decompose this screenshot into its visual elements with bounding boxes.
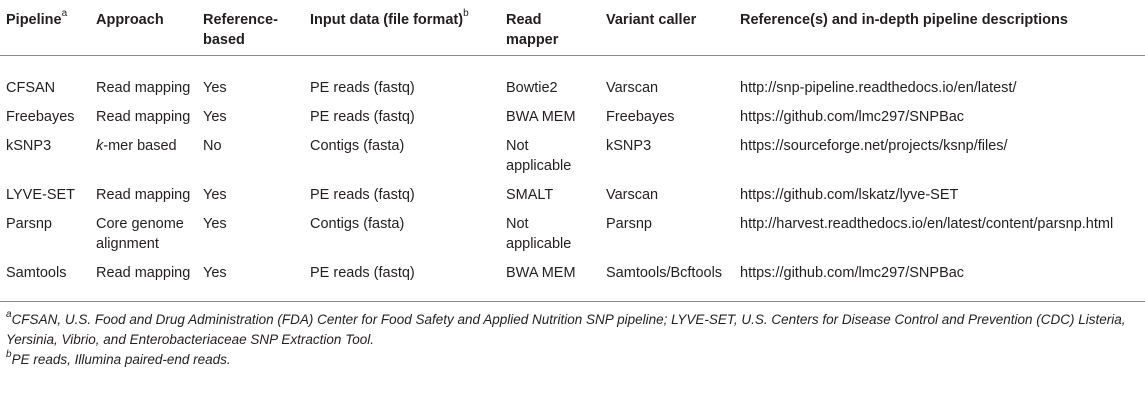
- column-header-pipeline: Pipelinea: [0, 0, 90, 56]
- column-header-input-data: Input data (file format)b: [304, 0, 500, 56]
- cell-input-data: Contigs (fasta): [310, 138, 405, 154]
- footnote-text: PE reads, Illumina paired-end reads.: [11, 352, 231, 367]
- cell-variant-caller: kSNP3: [606, 138, 652, 154]
- cell-read-mapper: SMALT: [506, 187, 554, 203]
- footnote-b: bPE reads, Illumina paired-end reads.: [6, 348, 1139, 370]
- pipeline-comparison-table: Pipelinea Approach Reference-based Input…: [0, 0, 1145, 302]
- footnote-text: CFSAN, U.S. Food and Drug Administration…: [6, 312, 1126, 347]
- cell-input-data: PE reads (fastq): [310, 109, 415, 125]
- cell-input-data: Contigs (fasta): [310, 216, 405, 232]
- table-row: kSNP3 k-mer based No Contigs (fasta) Not…: [0, 136, 1145, 185]
- table-footnotes: aCFSAN, U.S. Food and Drug Administratio…: [0, 302, 1145, 370]
- cell-reference-based: Yes: [203, 80, 227, 96]
- table-row: Parsnp Core genome alignment Yes Contigs…: [0, 214, 1145, 263]
- cell-approach: Core genome alignment: [96, 216, 184, 252]
- cell-read-mapper: BWA MEM: [506, 109, 576, 125]
- pipeline-table-container: Pipelinea Approach Reference-based Input…: [0, 0, 1145, 370]
- cell-reference-url: https://sourceforge.net/projects/ksnp/fi…: [740, 138, 1008, 154]
- footnote-a: aCFSAN, U.S. Food and Drug Administratio…: [6, 308, 1139, 350]
- cell-reference-based: Yes: [203, 109, 227, 125]
- cell-input-data: PE reads (fastq): [310, 80, 415, 96]
- column-header-reference-based: Reference-based: [197, 0, 304, 56]
- table-row: Freebayes Read mapping Yes PE reads (fas…: [0, 107, 1145, 136]
- table-row: Samtools Read mapping Yes PE reads (fast…: [0, 263, 1145, 302]
- cell-pipeline: kSNP3: [6, 138, 52, 154]
- cell-read-mapper: BWA MEM: [500, 263, 600, 302]
- cell-reference-url: https://github.com/lmc297/SNPBac: [734, 263, 1145, 302]
- cell-reference-url: https://github.com/lmc297/SNPBac: [740, 109, 965, 125]
- cell-read-mapper: Not applicable: [506, 138, 572, 174]
- column-header-references: Reference(s) and in-depth pipeline descr…: [734, 0, 1145, 56]
- cell-pipeline: Freebayes: [6, 109, 75, 125]
- cell-reference-based: No: [203, 138, 222, 154]
- cell-variant-caller: Parsnp: [606, 216, 652, 232]
- cell-pipeline: CFSAN: [6, 80, 56, 96]
- cell-reference-url: http://harvest.readthedocs.io/en/latest/…: [740, 216, 1114, 232]
- cell-input-data: PE reads (fastq): [310, 187, 415, 203]
- cell-reference-based: Yes: [197, 263, 304, 302]
- cell-read-mapper: Bowtie2: [506, 80, 558, 96]
- header-row: Pipelinea Approach Reference-based Input…: [0, 0, 1145, 56]
- cell-approach: Read mapping: [96, 80, 191, 96]
- cell-pipeline: Parsnp: [6, 216, 52, 232]
- cell-variant-caller: Freebayes: [606, 109, 675, 125]
- column-header-read-mapper: Read mapper: [500, 0, 600, 56]
- cell-variant-caller: Varscan: [606, 187, 659, 203]
- table-row: CFSAN Read mapping Yes PE reads (fastq) …: [0, 56, 1145, 108]
- cell-pipeline: Samtools: [0, 263, 90, 302]
- cell-reference-url: http://snp-pipeline.readthedocs.io/en/la…: [740, 80, 1017, 96]
- cell-approach: Read mapping: [96, 187, 191, 203]
- cell-read-mapper: Not applicable: [506, 216, 572, 252]
- cell-reference-based: Yes: [203, 187, 227, 203]
- cell-input-data: PE reads (fastq): [304, 263, 500, 302]
- footnote-marker: a: [6, 308, 12, 320]
- table-header: Pipelinea Approach Reference-based Input…: [0, 0, 1145, 56]
- table-row: LYVE-SET Read mapping Yes PE reads (fast…: [0, 185, 1145, 214]
- column-header-approach: Approach: [90, 0, 197, 56]
- cell-approach: Read mapping: [90, 263, 197, 302]
- cell-reference-url: https://github.com/lskatz/lyve-SET: [740, 187, 959, 203]
- cell-pipeline: LYVE-SET: [6, 187, 76, 203]
- cell-variant-caller: Samtools/Bcftools: [600, 263, 734, 302]
- table-body: CFSAN Read mapping Yes PE reads (fastq) …: [0, 56, 1145, 302]
- approach-italic-k: k: [96, 138, 104, 154]
- cell-variant-caller: Varscan: [606, 80, 659, 96]
- cell-approach: Read mapping: [96, 109, 191, 125]
- footnote-marker: b: [6, 348, 12, 360]
- column-header-variant-caller: Variant caller: [600, 0, 734, 56]
- cell-approach: k-mer based: [96, 138, 177, 154]
- cell-reference-based: Yes: [203, 216, 227, 232]
